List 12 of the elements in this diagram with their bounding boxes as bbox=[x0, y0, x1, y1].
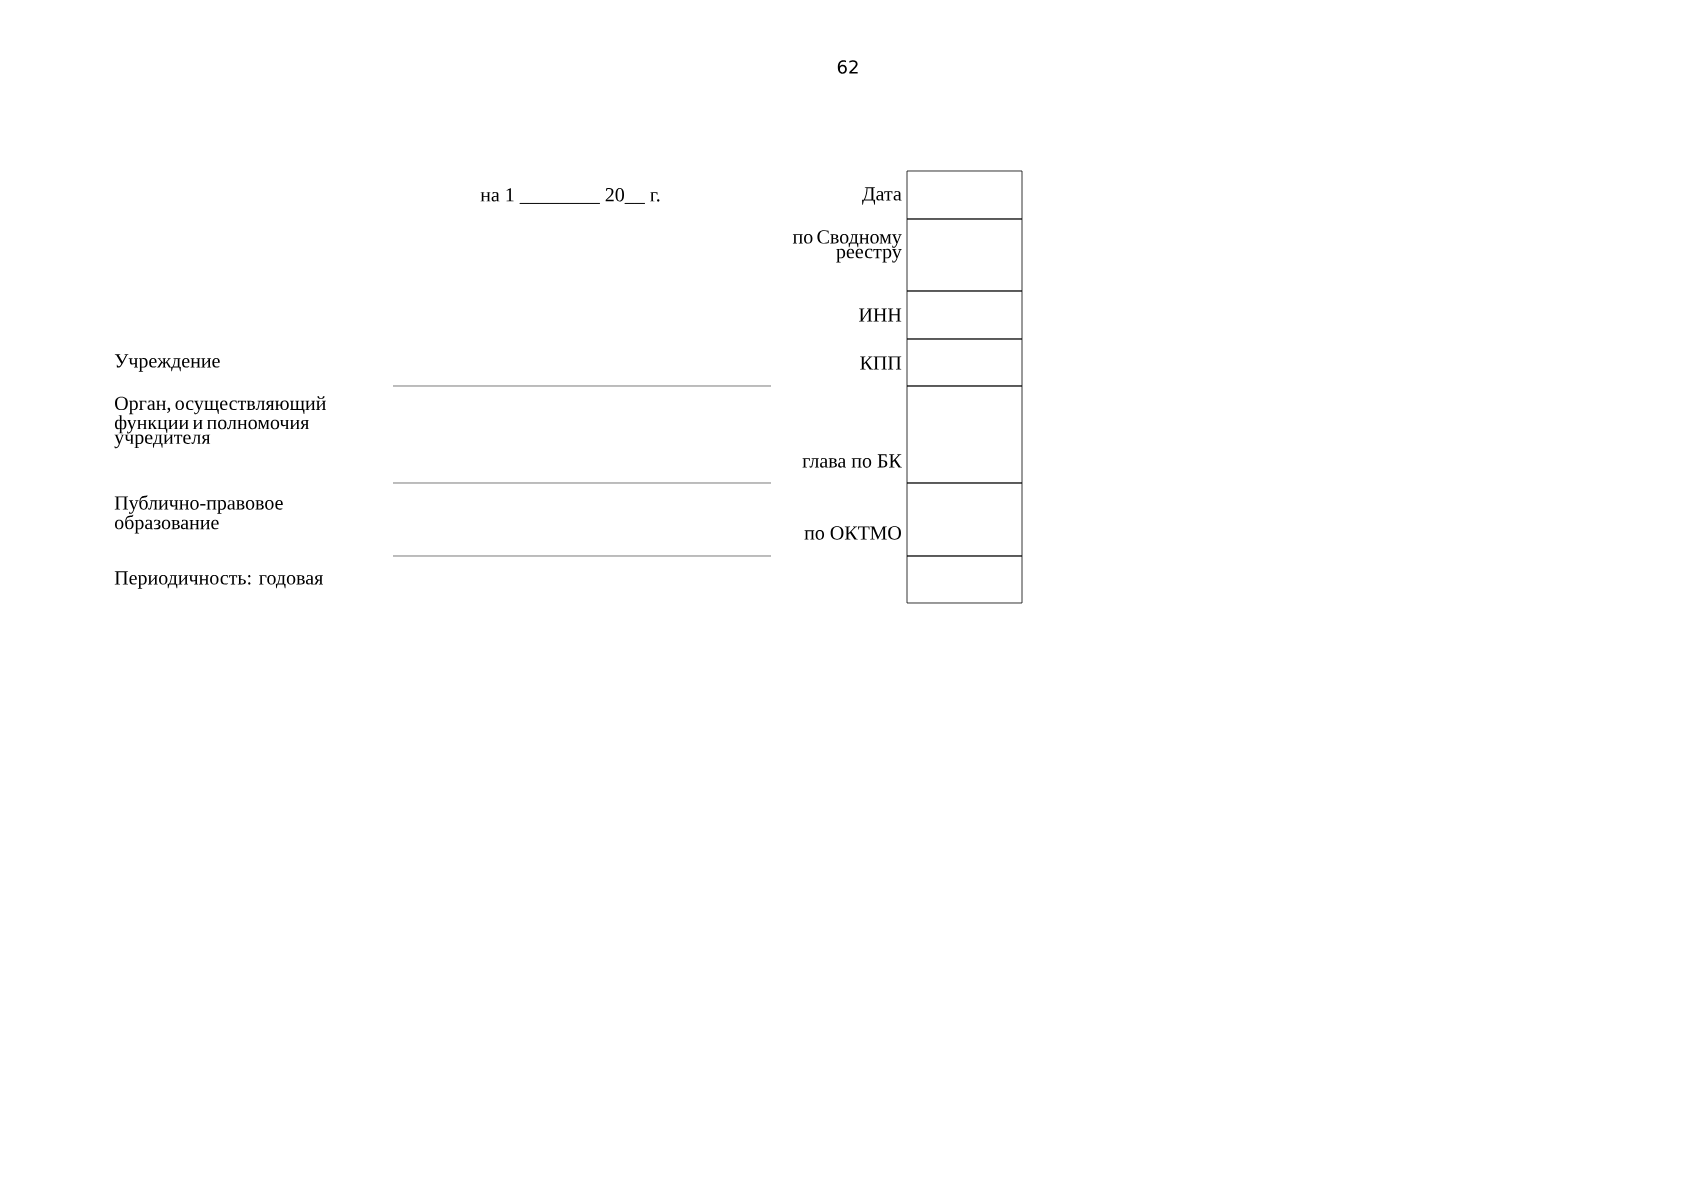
row-label: Дата bbox=[862, 187, 902, 205]
field-label: Публично-правовое образование bbox=[114, 495, 283, 534]
field-label: Периодичность: годовая bbox=[114, 571, 323, 589]
date-line: на 1 ________ 20__ г. bbox=[480, 188, 660, 204]
row-label: глава по БК bbox=[802, 454, 902, 468]
row-label: КПП bbox=[860, 356, 902, 370]
field-label: Орган, осуществляющий функции и полномочия учредителя bbox=[114, 396, 326, 449]
page-number: 62 bbox=[837, 60, 858, 74]
row-label: по Сводному реестру bbox=[792, 230, 902, 263]
field-label: Учреждение bbox=[114, 354, 220, 372]
row-label: по ОКТМО bbox=[804, 526, 901, 540]
row-label: ИНН bbox=[859, 308, 902, 322]
